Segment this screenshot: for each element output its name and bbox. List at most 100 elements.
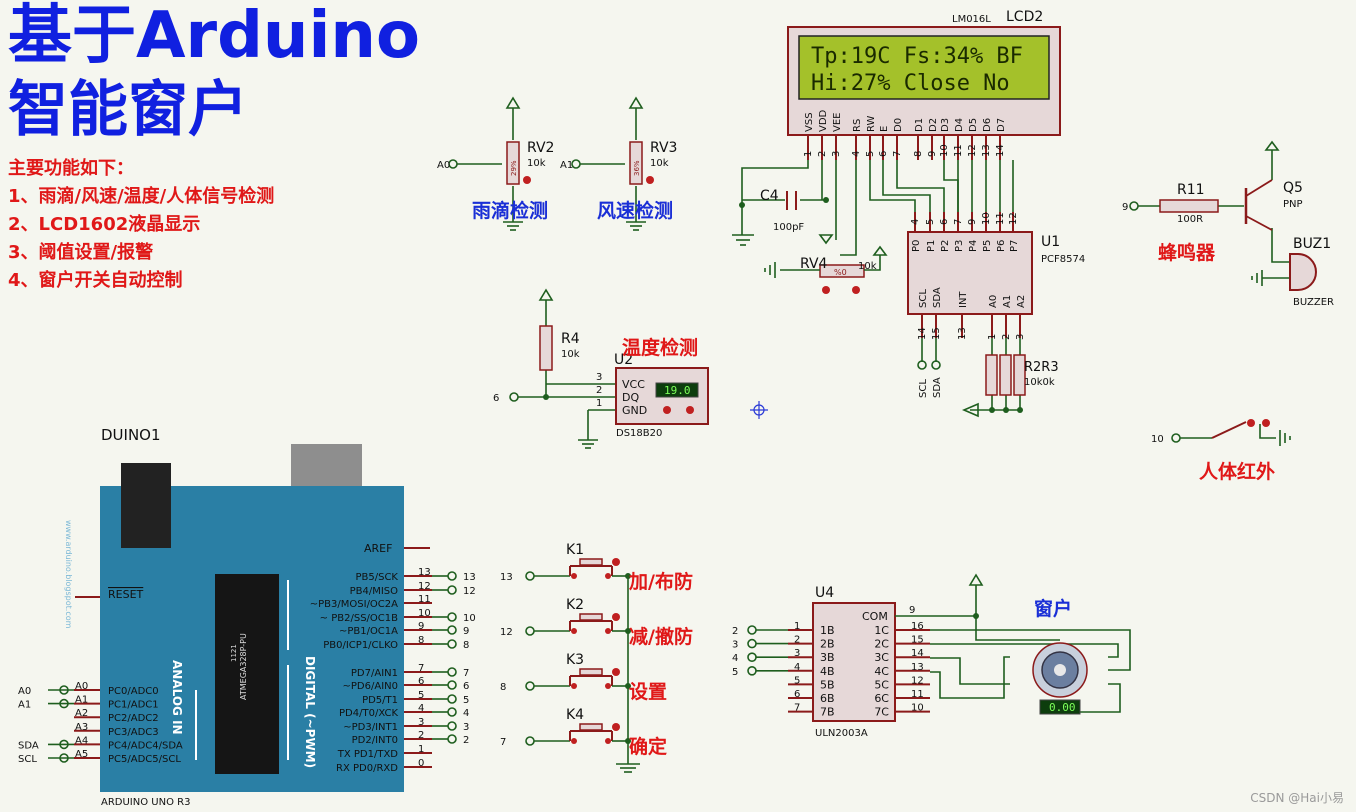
- lcd-pin-num: 7: [892, 151, 903, 157]
- lcd-module[interactable]: LM016L LCD2 Tp:19C Fs:34% BF Hi:27% Clos…: [787, 9, 1061, 160]
- uln-output-pin: 1C: [874, 624, 889, 637]
- uln-output-pin: 4C: [874, 665, 889, 678]
- potentiometer-rv2[interactable]: 29% RV2 10k A0: [437, 140, 554, 185]
- pir-label: 人体红外: [1199, 461, 1276, 483]
- arduino-analog-net[interactable]: A0: [18, 686, 31, 697]
- arduino-digital-net[interactable]: 9: [463, 626, 469, 637]
- rv3-ref: RV3: [650, 140, 677, 156]
- uln-output-pin: 3C: [874, 651, 889, 664]
- key-k3[interactable]: 8K3: [500, 652, 631, 693]
- uln-output-pin: 7C: [874, 706, 889, 719]
- arduino-digital-net[interactable]: 7: [463, 668, 469, 679]
- motor-reading: 0.00: [1049, 701, 1076, 714]
- r11-value: 100R: [1177, 214, 1203, 225]
- ds-pin-gnd: GND: [622, 404, 647, 417]
- lcd-pin-label: D4: [954, 118, 965, 132]
- key-k4[interactable]: 7K4: [500, 707, 631, 748]
- uln-ref: U4: [815, 585, 834, 601]
- key-net: 8: [500, 682, 506, 693]
- rv2-percent: 29%: [510, 160, 518, 176]
- uln-input-net[interactable]: 2: [732, 626, 738, 637]
- arduino-analog-pin: PC2/ADC2: [108, 713, 159, 724]
- lcd-pin-num: 6: [878, 151, 889, 157]
- arduino-analog-net[interactable]: SDA: [18, 740, 39, 751]
- k4-label: 确定: [629, 736, 668, 758]
- pcf-bottom-pin: A0: [988, 295, 999, 308]
- arduino-digital-net[interactable]: 6: [463, 681, 469, 692]
- uln-input-net[interactable]: 3: [732, 640, 738, 651]
- arduino-digital-net[interactable]: 2: [463, 735, 469, 746]
- sda-net-label: SDA: [932, 377, 943, 398]
- resistor-r2-r3[interactable]: R2R3 10k0k: [985, 354, 1059, 396]
- pcf-top-num: 5: [925, 219, 936, 225]
- uln-input-num: 6: [794, 689, 800, 700]
- arduino-digital-net[interactable]: 5: [463, 695, 469, 706]
- arduino-analog-num: A2: [75, 708, 88, 719]
- resistor-r11[interactable]: R11 100R: [1159, 182, 1219, 225]
- arduino-analog-net[interactable]: SCL: [18, 754, 37, 765]
- lcd-wires: [741, 160, 1014, 256]
- uln-output-num: 15: [911, 635, 924, 646]
- arduino-board[interactable]: DUINO1 ATMEGA328P-PU 1121 www.arduino.bl…: [18, 426, 476, 808]
- arduino-analog-pins: PC0/ADC0A0A0PC1/ADC1A1A1PC2/ADC2A2PC3/AD…: [18, 681, 183, 765]
- capacitor-c4[interactable]: C4 100pF: [760, 188, 804, 233]
- pcf-bottom-pin: SDA: [932, 287, 943, 308]
- uln-input-pin: 5B: [820, 678, 835, 691]
- pir-wires: [1180, 424, 1291, 446]
- rv4-wires: [764, 255, 881, 278]
- uln-input-num: 4: [794, 662, 800, 673]
- lcd-pins: VSS1VDD2VEE3RS4RW5E6D07D18D29D310D411D51…: [803, 109, 1007, 160]
- uln-output-num: 14: [911, 648, 924, 659]
- arduino-digital-num: 9: [418, 621, 424, 632]
- arduino-digital-net[interactable]: 8: [463, 640, 469, 651]
- lcd-pin-num: 2: [817, 151, 828, 157]
- feature-item-1: 1、雨滴/风速/温度/人体信号检测: [8, 186, 275, 207]
- arduino-digital-net[interactable]: 10: [463, 613, 476, 624]
- lcd-line-2: Hi:27% Close No: [811, 71, 1010, 96]
- potentiometer-rv3[interactable]: 36% RV3 10k A1: [560, 140, 677, 185]
- arduino-digital-net[interactable]: 12: [463, 586, 476, 597]
- arduino-site: www.arduino.blogspot.com: [64, 520, 73, 629]
- uln-output-num: 16: [911, 621, 924, 632]
- arduino-digital-net[interactable]: 3: [463, 722, 469, 733]
- pcf-ref: U1: [1041, 234, 1060, 250]
- ground-c4: [732, 234, 754, 246]
- pcf-bottom-pin: SCL: [918, 289, 929, 308]
- uln-input-net[interactable]: 5: [732, 667, 738, 678]
- uln-part: ULN2003A: [815, 728, 868, 739]
- key-ref: K4: [566, 707, 584, 723]
- arduino-digital-net[interactable]: 4: [463, 708, 469, 719]
- q5-ref: Q5: [1283, 180, 1303, 196]
- arduino-analog-num: A5: [75, 749, 88, 760]
- buzzer-buz1[interactable]: BUZ1 BUZZER: [1289, 236, 1334, 308]
- lcd-pin-num: 14: [995, 144, 1006, 157]
- potentiometer-rv4[interactable]: %0 RV4 10k: [800, 256, 877, 294]
- features-heading: 主要功能如下：: [8, 158, 134, 179]
- uln2003a-chip[interactable]: U4 ULN2003A COM 9 1B122B233B344B455B56B6…: [732, 585, 930, 739]
- arduino-digital-pin: PD2/INT0: [352, 735, 398, 746]
- buz-ref: BUZ1: [1293, 236, 1331, 252]
- resistor-r4[interactable]: R4 10k: [539, 325, 580, 371]
- arduino-analog-num: A0: [75, 681, 88, 692]
- ds18b20-sensor[interactable]: U2 DS18B20 VCC DQ GND 3 2 1 19.0: [596, 352, 709, 439]
- transistor-q5[interactable]: Q5 PNP: [1244, 179, 1303, 231]
- atmega-chip: [215, 574, 279, 774]
- arduino-digital-num: 2: [418, 730, 424, 741]
- arduino-digital-net[interactable]: 13: [463, 572, 476, 583]
- arduino-digital-pin: PB4/MISO: [350, 586, 399, 597]
- arduino-analog-net[interactable]: A1: [18, 700, 31, 711]
- pcf-bottom-num: 1: [987, 334, 998, 340]
- arduino-digital-pin: RX PD0/RXD: [336, 763, 398, 774]
- pcf-top-pin: P7: [1009, 240, 1020, 252]
- title-line-2: 智能窗户: [8, 75, 248, 145]
- analog-in-label: ANALOG IN: [170, 660, 184, 735]
- pir-switch[interactable]: [1211, 419, 1270, 439]
- arduino-digital-num: 8: [418, 635, 424, 646]
- uln-input-net[interactable]: 4: [732, 653, 738, 664]
- stepper-motor[interactable]: 0.00: [1010, 640, 1108, 715]
- arduino-analog-pin: PC4/ADC4/SDA: [108, 740, 183, 751]
- pcf8574-chip[interactable]: U1 PCF8574 P04P15P26P37P49P510P611P712SC…: [907, 212, 1085, 340]
- uln-input-pin: 4B: [820, 665, 835, 678]
